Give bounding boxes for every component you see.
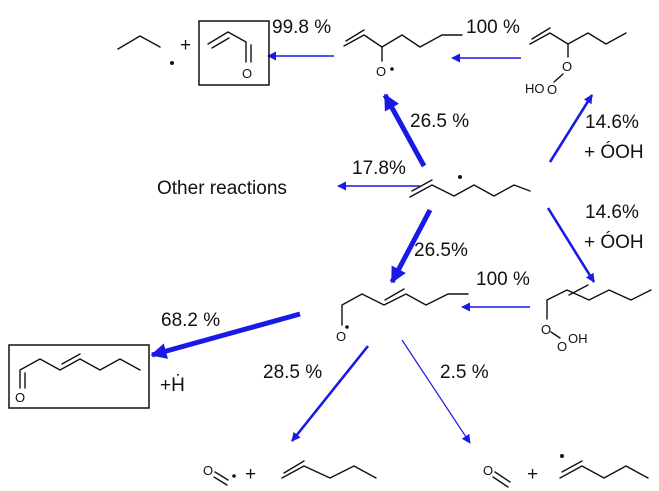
radical-dot bbox=[390, 67, 394, 71]
radical-dot bbox=[560, 454, 564, 458]
atom-oxygen: O bbox=[483, 463, 493, 478]
atom-oxygen: O bbox=[376, 64, 386, 79]
radical-dot bbox=[345, 325, 349, 329]
label-ketone-oxy-decomp: 99.8 % bbox=[272, 17, 331, 38]
label-hydroperoxide1-to-oxy: 100 % bbox=[466, 17, 520, 38]
label-other: 17.8% bbox=[352, 158, 406, 179]
molecule-butene bbox=[281, 460, 377, 479]
molecule-allyl-oxy-radical: O bbox=[336, 288, 469, 344]
label-to-aldehyde: 68.2 % bbox=[161, 310, 220, 331]
arrow-radical-to-hydroperoxide1 bbox=[548, 94, 594, 163]
atom-oxygen: O bbox=[203, 463, 213, 478]
molecule-acrolein-boxed: O bbox=[198, 20, 270, 86]
molecule-formaldehyde: O bbox=[483, 463, 511, 488]
label-to-ketone-oxy: 26.5 % bbox=[410, 111, 469, 132]
arrow-allyl-oxy-to-formyl bbox=[290, 345, 370, 442]
radical-dot bbox=[232, 474, 236, 478]
arrows bbox=[150, 51, 596, 444]
molecule-aldehyde-boxed: O bbox=[8, 344, 150, 409]
molecule-central-radical bbox=[409, 175, 531, 198]
label-o2-addition-2: 14.6% bbox=[585, 202, 639, 223]
label-to-formaldehyde: 2.5 % bbox=[440, 362, 489, 383]
arrow-radical-to-allyl-oxy bbox=[389, 208, 433, 284]
atom-oxygen: O bbox=[547, 82, 557, 97]
label-to-formyl: 28.5 % bbox=[263, 362, 322, 383]
atom-hydroxyl-right: OH bbox=[568, 331, 588, 346]
product-box-acrolein bbox=[198, 20, 270, 86]
molecule-hydroperoxide-1: O O HO bbox=[525, 27, 627, 97]
arrow-radical-to-hydroperoxide2 bbox=[546, 207, 596, 283]
label-o2-addition-2-coproduct: + ÓOH bbox=[584, 231, 644, 253]
molecule-formyl-radical: O bbox=[203, 463, 236, 486]
plus-sign-ethyl-acrolein: + bbox=[180, 35, 191, 56]
radical-dot bbox=[170, 61, 174, 65]
label-to-allyl-oxy: 26.5% bbox=[414, 240, 468, 261]
label-o2-addition-1-coproduct: + ÓOH bbox=[584, 141, 644, 163]
molecule-ketone-oxy-radical: O bbox=[343, 29, 463, 79]
label-other-reactions: Other reactions bbox=[157, 178, 287, 199]
plus-sign-formaldehyde-pentenyl: + bbox=[527, 464, 538, 485]
label-plus-h: +Ḣ bbox=[160, 375, 185, 396]
arrow-allyl-oxy-to-aldehyde bbox=[150, 311, 301, 359]
atom-oxygen: O bbox=[336, 329, 346, 344]
molecule-hydroperoxide-2: O O OH bbox=[541, 284, 652, 354]
atom-oxygen: O bbox=[562, 59, 572, 74]
arrow-allyl-oxy-to-formaldehyde bbox=[401, 339, 471, 444]
atom-oxygen: O bbox=[541, 322, 551, 337]
molecule-ethyl-radical bbox=[117, 35, 174, 65]
atom-oxygen: O bbox=[15, 390, 25, 405]
molecule-pentenyl-radical bbox=[559, 454, 649, 479]
flow-labels: 99.8 % 100 % 26.5 % 14.6% + ÓOH 17.8% Ot… bbox=[157, 17, 644, 383]
atom-oxygen: O bbox=[242, 66, 252, 81]
product-box-aldehyde bbox=[8, 344, 150, 409]
plus-sign-formyl-butene: + bbox=[245, 464, 256, 485]
radical-dot bbox=[458, 175, 462, 179]
label-o2-addition-1: 14.6% bbox=[585, 112, 639, 133]
label-hydroperoxide2-to-oxy: 100 % bbox=[476, 269, 530, 290]
arrow-radical-to-ketone-oxy bbox=[382, 93, 427, 168]
atom-oxygen: O bbox=[557, 339, 567, 354]
atom-hydroxyl: HO bbox=[525, 81, 545, 96]
